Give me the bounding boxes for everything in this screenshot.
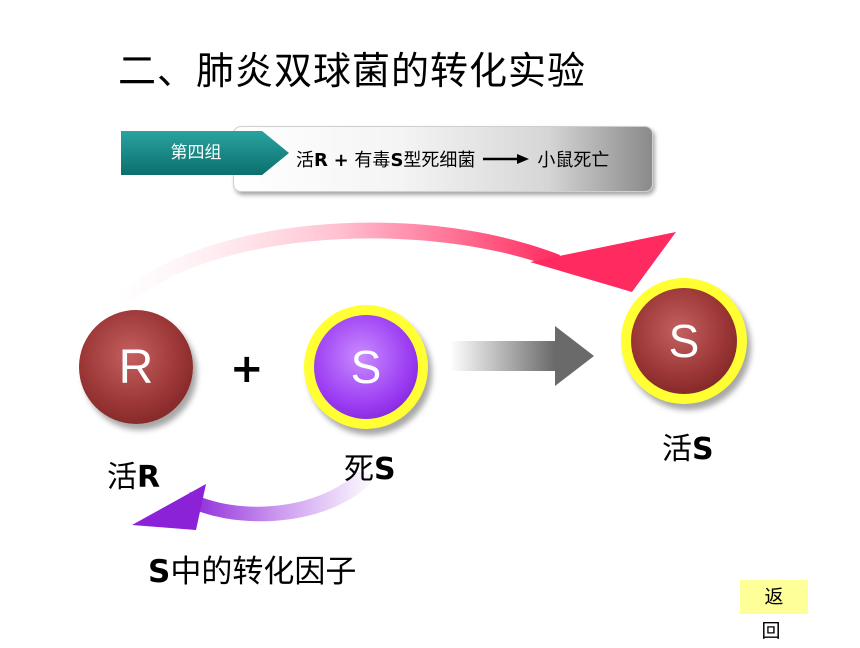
group-tag — [121, 131, 289, 175]
page-title: 二、肺炎双球菌的转化实验 — [118, 49, 587, 93]
factor-curve-arrow — [185, 470, 376, 522]
transformation-arrow-head — [530, 232, 676, 292]
live-s-label-text: 活S — [662, 432, 714, 467]
live-r-bacterium: R — [79, 310, 193, 424]
live-s-label: 活S — [662, 424, 714, 468]
experiment-description: 活R + 有毒S型死细菌 小鼠死亡 — [296, 146, 609, 172]
dead-s-label: 死S — [344, 444, 396, 488]
live-r-label: 活R — [107, 452, 160, 496]
experiment-result-text: 小鼠死亡 — [537, 150, 610, 171]
plus-sign: + — [230, 346, 264, 392]
back-button[interactable]: 返 回 — [740, 580, 808, 642]
dead-s-label-text: 死S — [344, 452, 396, 487]
transforming-factor-label: S中的转化因子 — [148, 554, 357, 590]
live-s-bacterium: S — [631, 288, 737, 394]
dead-s-bacterium: S — [314, 315, 418, 419]
factor-arrow-head — [132, 484, 206, 530]
group-tag-label: 第四组 — [170, 143, 222, 163]
live-r-label-text: 活R — [107, 460, 161, 495]
result-arrow-head — [555, 326, 594, 386]
experiment-input-text: 活R + 有毒S型死细菌 — [296, 150, 476, 171]
result-arrow-shaft — [450, 341, 558, 371]
transformation-curve-arrow — [112, 222, 560, 305]
right-arrow-icon — [483, 149, 530, 170]
experiment-banner — [233, 126, 653, 192]
